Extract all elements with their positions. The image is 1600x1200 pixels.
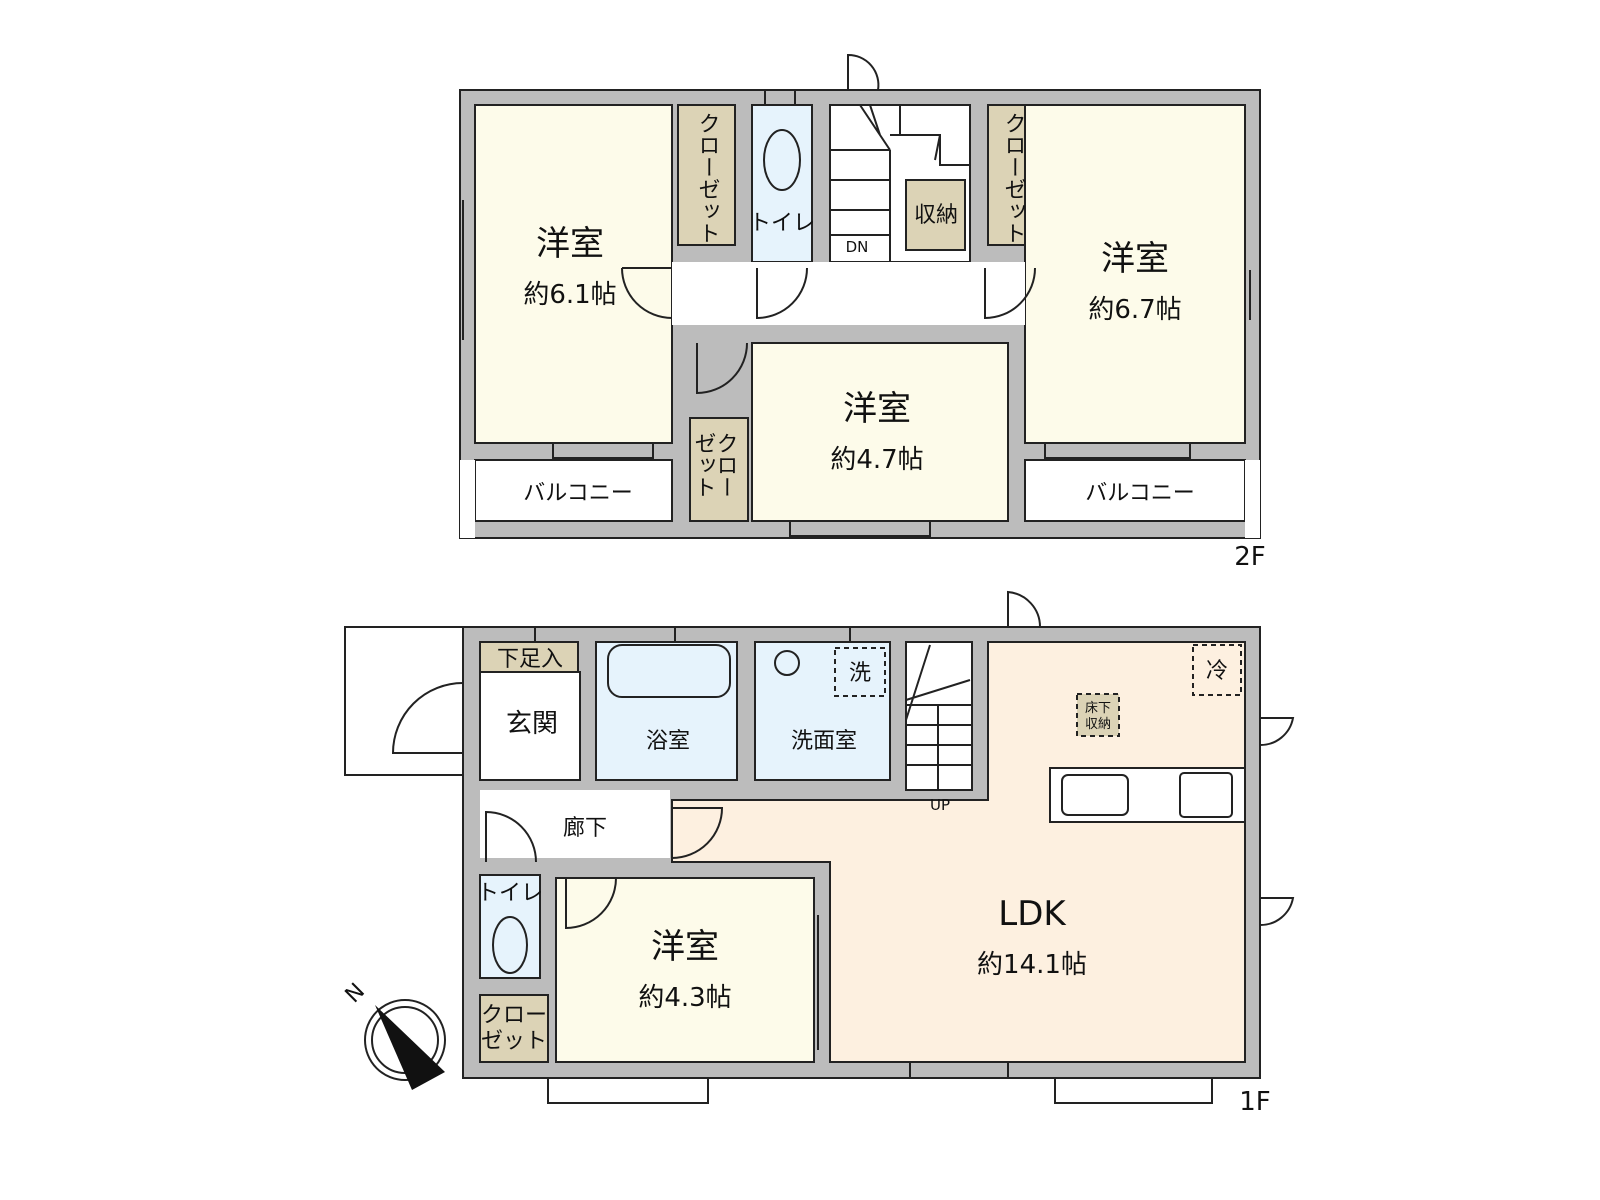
sink-icon — [774, 650, 800, 676]
closet-middle — [689, 417, 749, 522]
balcony-right — [1024, 459, 1246, 522]
floor-label-1f: 1F — [1239, 1087, 1271, 1117]
closet-label: クローゼット — [695, 112, 720, 244]
door-2f-middle — [696, 342, 748, 395]
door-2f-right — [984, 267, 1036, 320]
closet-label: クローゼット — [1001, 112, 1026, 244]
room-area: 約4.3帖 — [638, 983, 731, 1013]
closet-label-a: クロー — [481, 1003, 547, 1028]
kitchen-counter — [1049, 767, 1246, 823]
toilet-2f — [751, 104, 813, 263]
underfloor-storage — [1076, 693, 1120, 737]
porch — [344, 626, 464, 776]
toilet-icon — [492, 916, 528, 974]
washroom-label: 洗面室 — [791, 729, 857, 754]
toilet-label: トイレ — [477, 881, 543, 906]
hallway-1f — [480, 790, 670, 858]
stove-icon — [1179, 772, 1233, 818]
door-2f-left — [621, 267, 673, 319]
fridge-space — [1192, 644, 1242, 696]
room-name: 洋室 — [1101, 239, 1169, 279]
underfloor-label-a: 床下 — [1085, 701, 1111, 716]
bathroom — [595, 641, 738, 781]
floor-2f: 洋室 約6.1帖 洋室 約6.7帖 洋室 約4.7帖 クローゼット クローゼット… — [459, 53, 1266, 572]
windows-1f — [462, 627, 1213, 1104]
room-name: 洋室 — [843, 389, 911, 429]
room-western-6-1 — [474, 104, 673, 444]
hallway-2f — [672, 262, 1025, 325]
stairs-label: DN — [846, 238, 869, 256]
entrance-label: 玄関 — [506, 709, 558, 739]
room-western-4-7 — [751, 342, 1009, 522]
kitchen-sink-icon — [1061, 774, 1129, 816]
room-name: 洋室 — [536, 224, 604, 264]
underfloor-label-b: 収納 — [1085, 717, 1111, 732]
floor-1f: 下足入 玄関 浴室 洗面室 洗 UP 冷 床下 収納 廊下 トイレ クロー ゼッ… — [344, 590, 1295, 1117]
door-1f-top — [1007, 590, 1042, 628]
stairs-label: UP — [930, 796, 950, 814]
closet-label-a: クロー — [713, 432, 738, 498]
doors-1f-right — [1259, 717, 1295, 927]
closet-1f — [479, 994, 549, 1063]
compass-ring — [364, 999, 446, 1081]
washer-space — [834, 647, 886, 697]
closet-label-b: ゼット — [481, 1029, 547, 1054]
storage-2f — [905, 179, 966, 251]
ldk-area: 約14.1帖 — [977, 950, 1087, 980]
hallway-label: 廊下 — [563, 816, 607, 841]
balcony-label: バルコニー — [1085, 481, 1195, 506]
door-toilet-1f — [485, 810, 537, 863]
closet-label-b: ゼット — [691, 432, 716, 498]
fridge-label: 冷 — [1206, 659, 1228, 684]
stair-treads-2f — [830, 104, 970, 262]
room-area: 約4.7帖 — [830, 445, 923, 475]
toilet-label: トイレ — [749, 211, 815, 236]
windows-2f — [462, 90, 1251, 537]
room-western-6-7 — [1024, 104, 1246, 444]
toilet-1f — [479, 874, 541, 979]
door-room-1f — [565, 877, 617, 930]
closet-left — [677, 104, 736, 246]
room-area: 約6.7帖 — [1088, 295, 1181, 325]
room-name: 洋室 — [651, 927, 719, 967]
compass-north-label: N — [341, 979, 370, 1008]
room-area: 約6.1帖 — [523, 280, 616, 310]
ldk-name: LDK — [998, 894, 1067, 934]
room-western-4-3 — [555, 877, 815, 1063]
entrance — [479, 671, 581, 781]
toilet-icon — [763, 129, 801, 191]
balcony-label: バルコニー — [523, 481, 633, 506]
storage-label: 収納 — [914, 203, 958, 228]
front-door — [391, 682, 464, 754]
door-ldk — [671, 807, 724, 859]
shoe-storage-label: 下足入 — [497, 647, 563, 672]
bath-label: 浴室 — [646, 729, 690, 754]
compass: N — [341, 979, 446, 1090]
stair-treads-1f — [905, 644, 972, 790]
floor-label-2f: 2F — [1234, 542, 1266, 572]
compass-needle-icon — [375, 1005, 445, 1090]
door-2f-top — [847, 53, 880, 91]
door-toilet-2f — [756, 267, 808, 320]
bathtub-icon — [607, 644, 731, 698]
washroom — [754, 641, 891, 781]
washer-label: 洗 — [849, 661, 871, 686]
